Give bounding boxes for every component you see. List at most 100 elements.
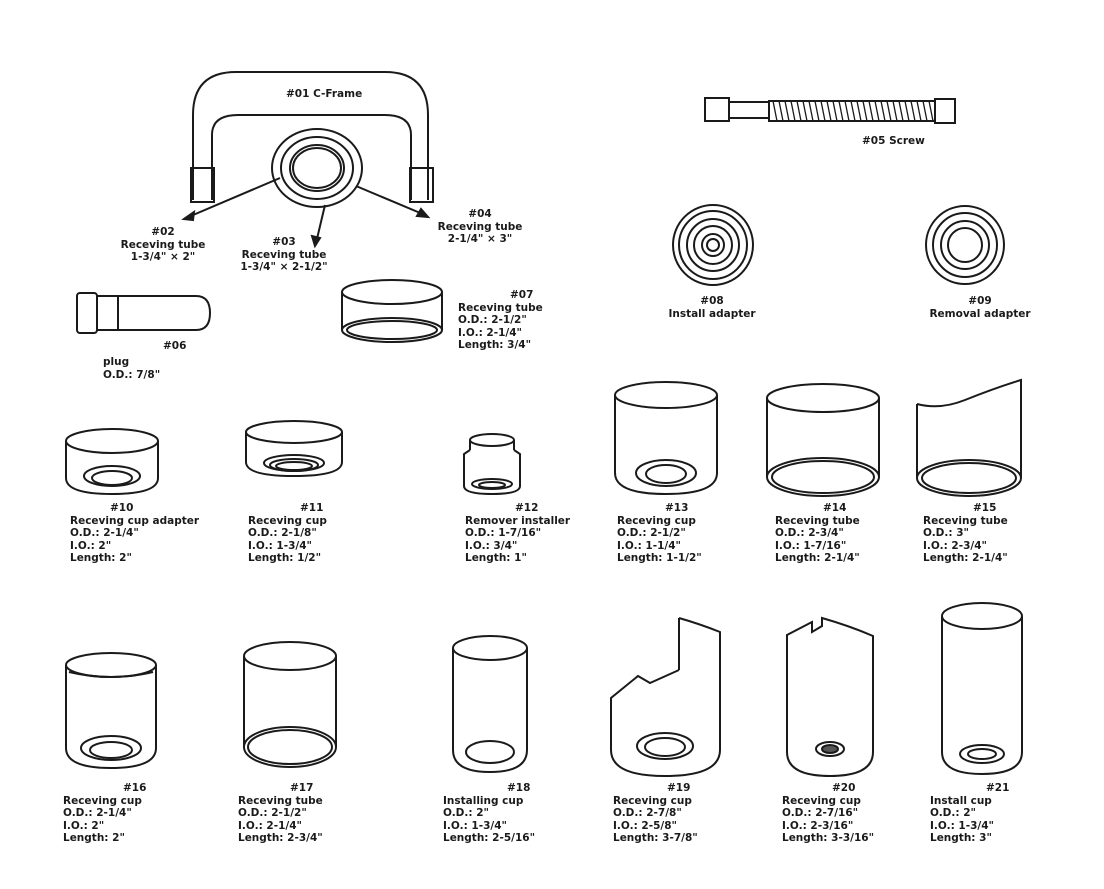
- part-08-number: #08: [700, 295, 724, 307]
- receiving-tube-15-drawing: [917, 380, 1021, 496]
- part-18-od: O.D.: 2": [443, 807, 490, 819]
- label-17: #17 Receving tube O.D.: 2-1/2" I.O.: 2-1…: [238, 782, 323, 845]
- receiving-tube-14-drawing: [767, 384, 879, 496]
- part-15-name: Receving tube: [923, 514, 1008, 527]
- label-14: #14 Receving tube O.D.: 2-3/4" I.O.: 1-7…: [775, 502, 860, 565]
- part-16-name: Receving cup: [63, 794, 142, 807]
- receiving-cup-adapter-drawing: [66, 429, 158, 494]
- part-20-od: O.D.: 2-7/16": [782, 807, 859, 819]
- installing-cup-drawing: [453, 636, 527, 772]
- part-13-od: O.D.: 2-1/2": [617, 527, 686, 539]
- part-01-number: #01: [286, 88, 310, 100]
- part-16-len: Length: 2": [63, 832, 125, 844]
- part-04-number: #04: [468, 208, 492, 220]
- part-03-number: #03: [272, 236, 296, 248]
- part-11-od: O.D.: 2-1/8": [248, 527, 317, 539]
- part-14-name: Receving tube: [775, 514, 860, 527]
- label-20: #20 Receving cup O.D.: 2-7/16" I.O.: 2-3…: [782, 782, 874, 845]
- part-06-number: #06: [163, 340, 187, 352]
- install-adapter-drawing: [673, 205, 753, 285]
- receiving-cup-11-drawing: [246, 421, 342, 476]
- install-cup-drawing: [942, 603, 1022, 774]
- part-18-id: I.O.: 1-3/4": [443, 819, 508, 832]
- label-09: #09 Removal adapter: [929, 295, 1030, 320]
- part-11-id: I.O.: 1-3/4": [248, 539, 313, 552]
- part-17-number: #17: [290, 782, 314, 794]
- part-21-id: I.O.: 1-3/4": [930, 819, 995, 832]
- part-07-od: O.D.: 2-1/2": [458, 314, 527, 326]
- label-19: #19 Receving cup O.D.: 2-7/8" I.O.: 2-5/…: [613, 782, 698, 845]
- part-04-name: Receving tube: [437, 220, 523, 233]
- part-07-id: I.O.: 2-1/4": [458, 326, 523, 339]
- label-02: #02 Receving tube 1-3/4" × 2": [121, 226, 206, 264]
- receiving-cup-20-drawing: [787, 618, 873, 776]
- part-17-len: Length: 2-3/4": [238, 832, 323, 844]
- part-10-name: Receving cup adapter: [70, 514, 200, 527]
- part-12-len: Length: 1": [465, 552, 527, 564]
- part-21-len: Length: 3": [930, 832, 992, 844]
- part-13-len: Length: 1-1/2": [617, 552, 702, 564]
- part-16-id: I.O.: 2": [63, 819, 105, 832]
- part-15-id: I.O.: 2-3/4": [923, 539, 988, 552]
- part-16-number: #16: [123, 782, 147, 794]
- part-17-name: Receving tube: [238, 794, 323, 807]
- label-06: plug O.D.: 7/8": [103, 356, 160, 381]
- part-11-name: Receving cup: [248, 514, 327, 527]
- part-21-od: O.D.: 2": [930, 807, 977, 819]
- label-04: #04 Receving tube 2-1/4" × 3": [438, 208, 523, 246]
- part-19-number: #19: [667, 782, 691, 794]
- receiving-cup-19-drawing: [611, 618, 720, 776]
- part-05-name: Screw: [889, 135, 925, 147]
- part-06-od: O.D.: 7/8": [103, 368, 161, 381]
- part-11-number: #11: [300, 502, 324, 514]
- part-04-dim: 2-1/4" × 3": [447, 233, 513, 245]
- part-11-len: Length: 1/2": [248, 552, 322, 564]
- part-21-name: Install cup: [930, 794, 992, 807]
- label-08: #08 Install adapter: [668, 295, 755, 320]
- remover-installer-drawing: [464, 434, 520, 494]
- part-15-od: O.D.: 3": [923, 527, 970, 539]
- part-15-len: Length: 2-1/4": [923, 552, 1008, 564]
- part-21-number: #21: [986, 782, 1010, 794]
- part-14-id: I.O.: 1-7/16": [775, 539, 847, 552]
- part-12-number: #12: [515, 502, 539, 514]
- label-11: #11 Receving cup O.D.: 2-1/8" I.O.: 1-3/…: [248, 502, 327, 565]
- part-14-od: O.D.: 2-3/4": [775, 527, 844, 539]
- label-05: #05 Screw: [862, 135, 925, 148]
- part-05-number: #05: [862, 135, 886, 147]
- receiving-tube-07-drawing: [342, 280, 442, 342]
- label-12: #12 Remover installer O.D.: 1-7/16" I.O.…: [465, 502, 570, 565]
- removal-adapter-drawing: [926, 206, 1004, 284]
- receiving-cup-16-drawing: [66, 653, 156, 768]
- part-02-dim: 1-3/4" × 2": [130, 251, 196, 263]
- part-10-od: O.D.: 2-1/4": [70, 527, 139, 539]
- part-20-number: #20: [832, 782, 856, 794]
- part-07-number: #07: [510, 289, 534, 301]
- part-14-number: #14: [823, 502, 847, 514]
- part-07-len: Length: 3/4": [458, 339, 532, 351]
- receiving-cup-13-drawing: [615, 382, 717, 494]
- part-17-id: I.O.: 2-1/4": [238, 819, 303, 832]
- label-10: #10 Receving cup adapter O.D.: 2-1/4" I.…: [70, 502, 199, 565]
- part-10-id: I.O.: 2": [70, 539, 112, 552]
- part-18-number: #18: [507, 782, 531, 794]
- part-15-number: #15: [973, 502, 997, 514]
- part-13-name: Receving cup: [617, 514, 696, 527]
- part-12-name: Remover installer: [465, 514, 571, 527]
- part-07-name: Receving tube: [458, 301, 543, 314]
- part-10-number: #10: [110, 502, 134, 514]
- receiving-tube-17-drawing: [244, 642, 336, 767]
- part-01-name: C-Frame: [313, 88, 363, 100]
- label-07: #07 Receving tube O.D.: 2-1/2" I.O.: 2-1…: [458, 289, 543, 352]
- label-01: #01 C-Frame: [286, 88, 362, 101]
- part-02-number: #02: [151, 226, 175, 238]
- label-18: #18 Installing cup O.D.: 2" I.O.: 1-3/4"…: [443, 782, 535, 845]
- part-16-od: O.D.: 2-1/4": [63, 807, 132, 819]
- part-20-name: Receving cup: [782, 794, 861, 807]
- part-03-dim: 1-3/4" × 2-1/2": [240, 261, 328, 273]
- part-09-name: Removal adapter: [929, 307, 1031, 320]
- part-18-len: Length: 2-5/16": [443, 832, 536, 844]
- label-21: #21 Install cup O.D.: 2" I.O.: 1-3/4" Le…: [930, 782, 1009, 845]
